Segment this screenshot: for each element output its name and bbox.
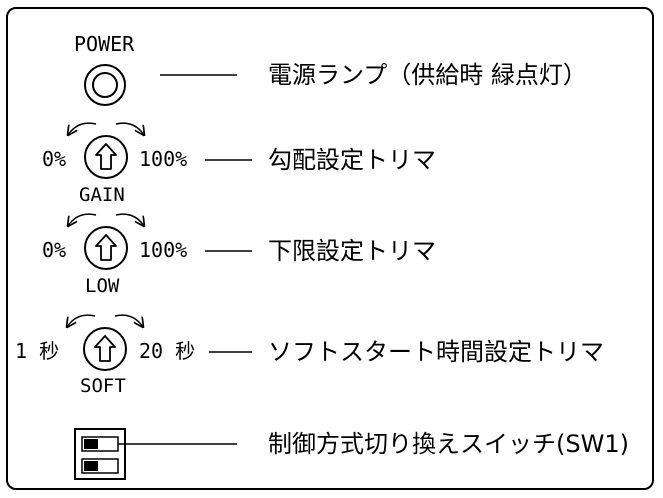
power-label: POWER <box>74 32 135 56</box>
gain-max-label: 100% <box>139 147 188 171</box>
power-lamp-icon <box>84 64 126 106</box>
gain-min-label: 0% <box>42 147 67 171</box>
dip-switch-icon[interactable] <box>74 428 126 480</box>
low-name-label: LOW <box>85 275 120 297</box>
low-description: 下限設定トリマ <box>268 237 436 265</box>
panel-frame <box>6 7 654 490</box>
power-description: 電源ランプ（供給時 緑点灯） <box>268 61 587 89</box>
soft-rotation-arrows-icon <box>67 314 143 327</box>
soft-min-label: 1 秒 <box>15 339 60 363</box>
low-max-label: 100% <box>139 238 188 262</box>
gain-description: 勾配設定トリマ <box>268 146 436 174</box>
gain-trimmer-knob-icon[interactable] <box>84 135 128 179</box>
soft-description: ソフトスタート時間設定トリマ <box>268 338 604 366</box>
gain-rotation-arrows-icon <box>68 122 144 135</box>
low-min-label: 0% <box>42 238 67 262</box>
low-trimmer-knob-icon[interactable] <box>84 226 128 270</box>
switch-description: 制御方式切り換えスイッチ(SW1) <box>268 430 629 458</box>
gain-name-label: GAIN <box>79 184 125 206</box>
low-rotation-arrows-icon <box>68 213 144 226</box>
soft-trimmer-knob-icon[interactable] <box>83 327 127 371</box>
soft-max-label: 20 秒 <box>139 339 196 363</box>
soft-name-label: SOFT <box>80 375 126 397</box>
